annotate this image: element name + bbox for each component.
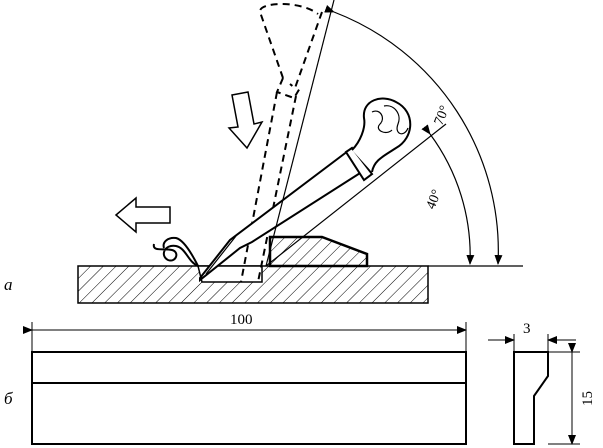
height-label: 15	[580, 391, 596, 406]
bar-cross-section	[513, 351, 549, 445]
angle-arc-40	[421, 124, 475, 265]
height-dimension	[548, 343, 580, 445]
strike-arrow-down	[227, 91, 264, 150]
bar-side-view	[31, 351, 467, 445]
angle-arc-70	[324, 5, 503, 265]
curled-chip	[152, 236, 199, 267]
width-label: 3	[523, 321, 531, 337]
angle-ray-70	[265, 0, 335, 267]
angle-label-40: 40°	[424, 188, 445, 212]
width-dimension	[488, 334, 576, 352]
part-label-a: а	[4, 275, 13, 294]
part-label-b: б	[4, 389, 13, 408]
chisel-dashed-position	[240, 3, 323, 283]
length-dimension	[23, 322, 467, 352]
push-arrow-left	[114, 196, 171, 234]
length-label: 100	[230, 312, 253, 328]
angle-label-70: 70°	[432, 104, 453, 128]
workpiece	[77, 265, 429, 304]
